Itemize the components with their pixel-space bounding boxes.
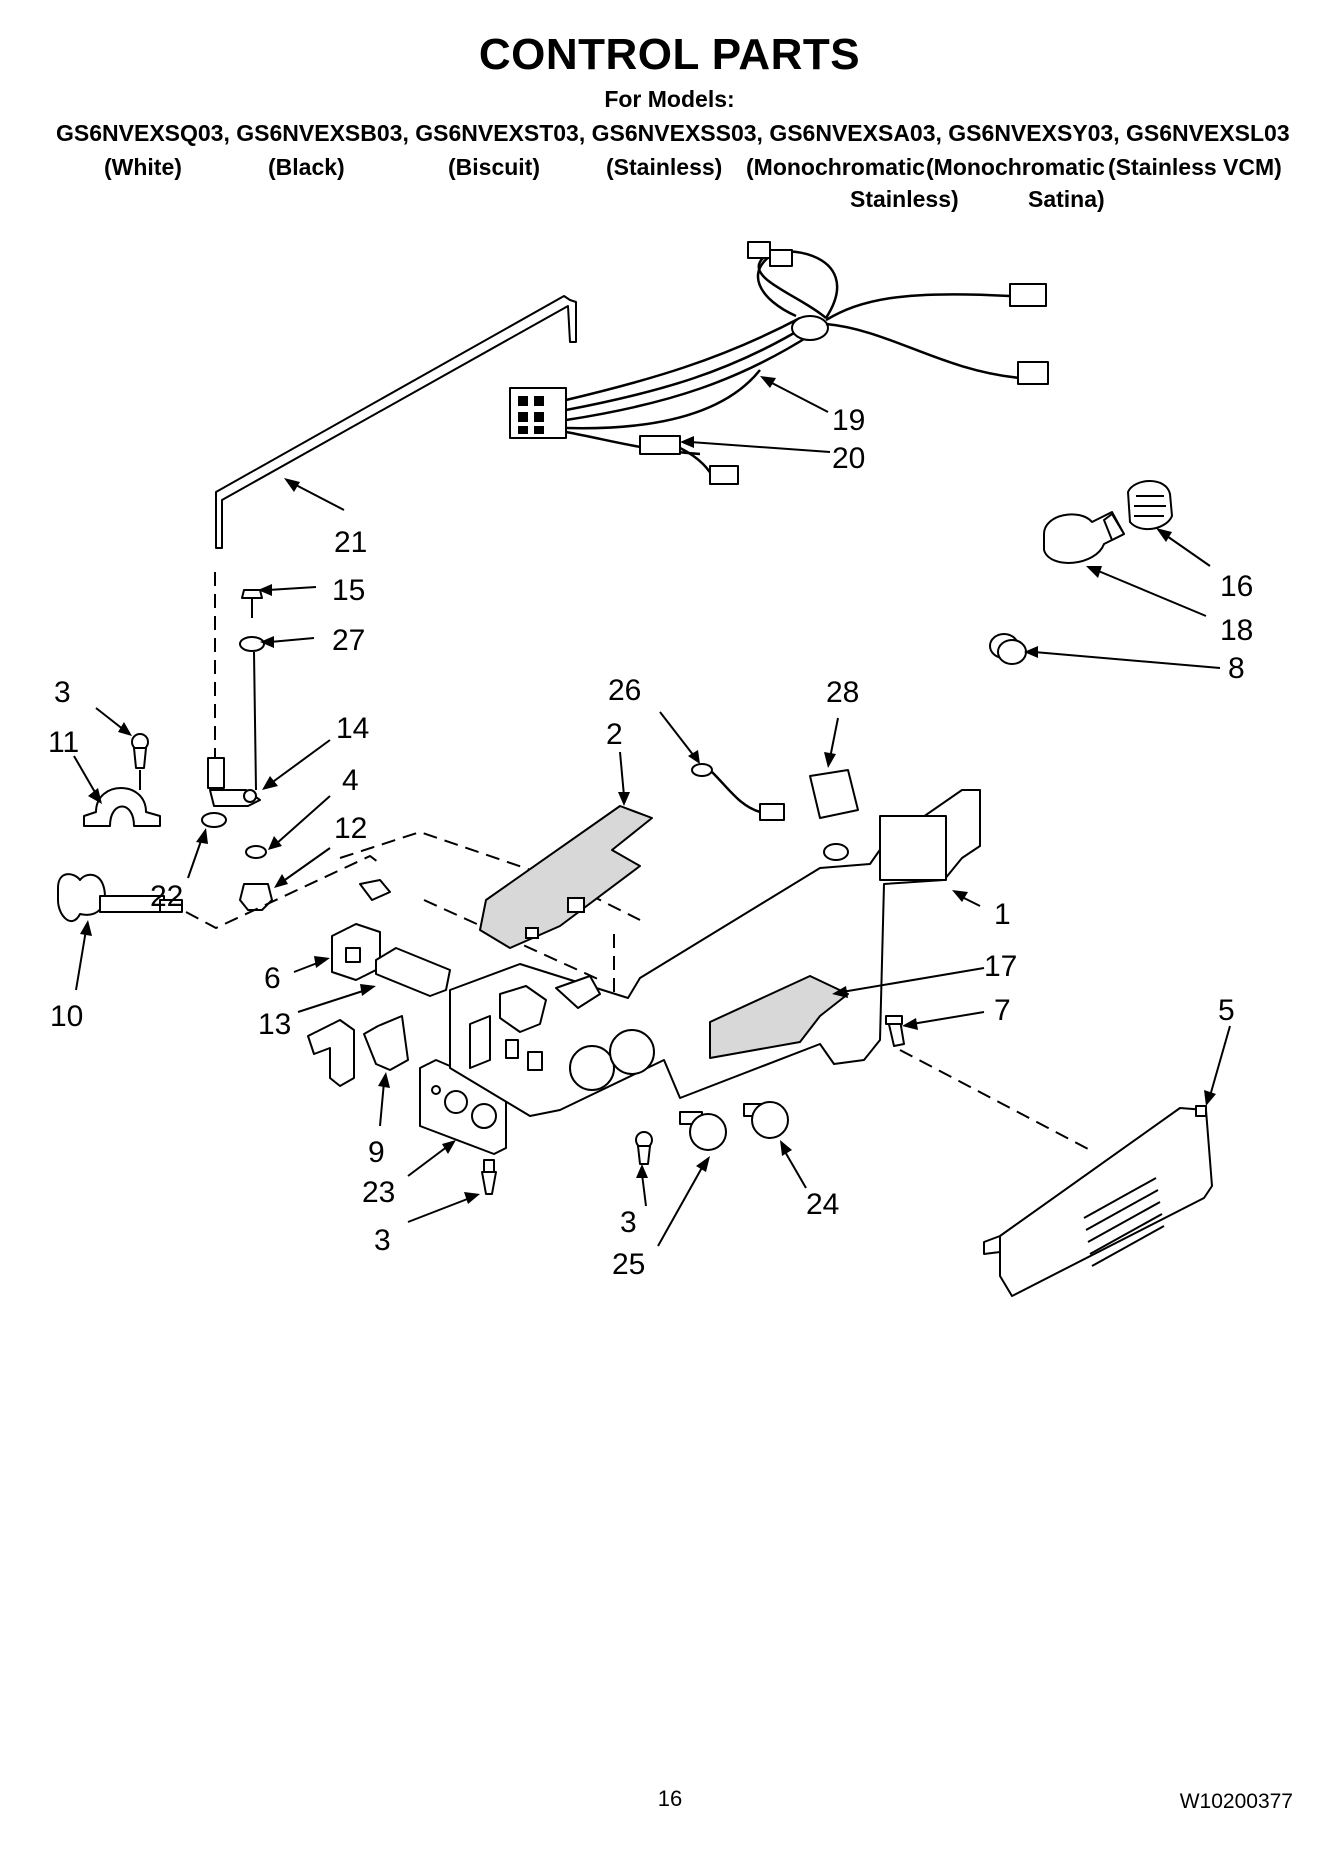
callout-6: 6	[264, 962, 281, 995]
callout-23: 23	[362, 1176, 395, 1209]
shaft-part-10	[57, 854, 379, 930]
callout-20: 20	[832, 442, 865, 475]
light-bulb-part-18	[1043, 511, 1125, 564]
callout-16: 16	[1220, 570, 1253, 603]
callout-2: 2	[606, 718, 623, 751]
callout-5: 5	[1218, 994, 1235, 1027]
model-color-biscuit: (Biscuit)	[448, 154, 540, 180]
light-socket-part-16	[1127, 480, 1173, 531]
callout-22: 22	[150, 880, 183, 913]
model-list: GS6NVEXSQ03, GS6NVEXSB03, GS6NVEXST03, G…	[0, 120, 1339, 230]
rod-part-21	[215, 295, 577, 549]
callout-3-left: 3	[54, 676, 71, 709]
callout-24: 24	[806, 1188, 839, 1221]
clamp-part-11	[83, 787, 161, 827]
grommet-part-8	[989, 633, 1027, 665]
model-color-mono-satina-2: Satina)	[1028, 186, 1105, 212]
callout-4: 4	[342, 764, 359, 797]
callout-21: 21	[334, 526, 367, 559]
callout-27: 27	[332, 624, 365, 657]
clip-part-9	[307, 1015, 409, 1087]
screw-part-15	[241, 589, 263, 618]
knob-part-25	[679, 1111, 727, 1151]
wire-harness-part-19	[509, 241, 1049, 439]
model-color-stainless: (Stainless)	[606, 154, 723, 180]
screw-part-3-center	[635, 1131, 653, 1165]
callout-13: 13	[258, 1008, 291, 1041]
callout-28: 28	[826, 676, 859, 709]
cover-part-2	[479, 805, 653, 949]
screw-part-3-bottom	[481, 1159, 497, 1195]
label-part-28	[809, 769, 859, 819]
model-color-white: (White)	[104, 154, 182, 180]
bar-part-13	[375, 947, 451, 997]
model-color-mono-stainless-2: Stainless)	[850, 186, 959, 212]
page-number: 16	[657, 1786, 683, 1811]
control-housing-part-1	[449, 789, 981, 1117]
page-title: CONTROL PARTS	[478, 30, 861, 79]
nut-part-12	[239, 883, 273, 911]
washer-part-22	[201, 812, 227, 828]
model-color-stainless-vcm: (Stainless VCM)	[1108, 154, 1282, 180]
model-color-mono-stainless: (Monochromatic	[746, 154, 925, 180]
washer-part-4	[245, 845, 267, 859]
model-color-black: (Black)	[268, 154, 345, 180]
screw-part-7	[885, 1015, 905, 1047]
callout-7: 7	[994, 994, 1011, 1027]
callout-18: 18	[1220, 614, 1253, 647]
callout-8: 8	[1228, 652, 1245, 685]
callout-11: 11	[48, 726, 79, 759]
callout-3-center: 3	[620, 1206, 637, 1239]
lever-part-14	[207, 757, 261, 807]
model-color-mono-satina: (Monochromatic	[926, 154, 1105, 180]
screw-part-3-left	[131, 733, 149, 769]
sensor-part-26	[691, 763, 785, 821]
model-numbers: GS6NVEXSQ03, GS6NVEXSB03, GS6NVEXST03, G…	[56, 120, 1290, 146]
duct-part-17	[709, 975, 849, 1059]
callout-3-bottom: 3	[374, 1224, 391, 1257]
washer-part-27	[239, 636, 265, 652]
callout-14: 14	[336, 712, 369, 745]
callout-19: 19	[832, 404, 865, 437]
document-number: W10200377	[1179, 1790, 1293, 1813]
callout-25: 25	[612, 1248, 645, 1281]
wire-harness-part-20	[565, 430, 739, 485]
callout-9: 9	[368, 1136, 385, 1169]
callout-labels: 21 15 27 14 4 12 22 3 11 10 6 13 9 23 3 …	[48, 404, 1253, 1281]
panel-part-5	[983, 1105, 1213, 1297]
callout-1: 1	[994, 898, 1011, 931]
callout-26: 26	[608, 674, 641, 707]
callout-10: 10	[50, 1000, 83, 1033]
models-heading: For Models:	[604, 86, 735, 112]
callout-15: 15	[332, 574, 365, 607]
callout-17: 17	[984, 950, 1017, 983]
callout-12: 12	[334, 812, 367, 845]
leader-lines	[73, 376, 1231, 1247]
knob-part-24	[743, 1101, 789, 1139]
